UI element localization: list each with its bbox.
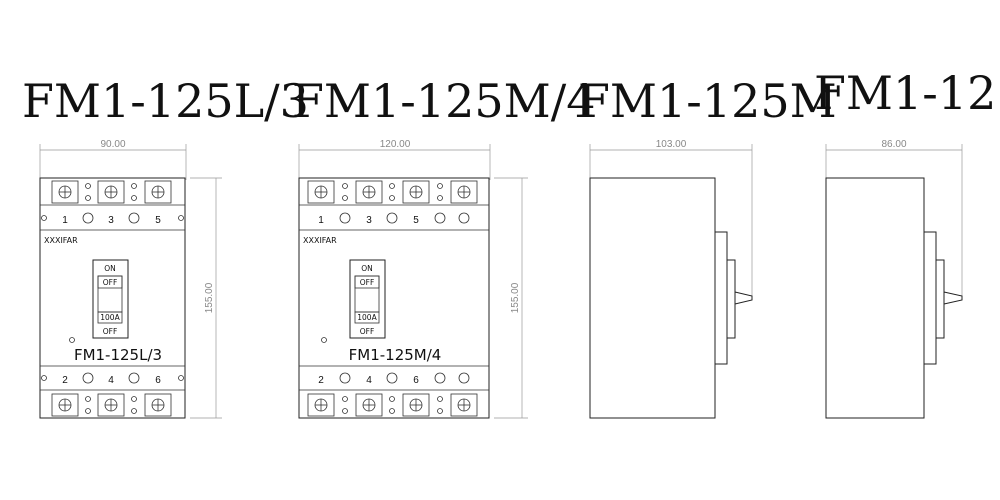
- switch-window: ON OFF 100A OFF: [92, 259, 129, 339]
- handle-base: [935, 259, 945, 339]
- terminal-label-2: 2: [62, 375, 68, 386]
- terminal-label-6: 6: [413, 375, 419, 386]
- handle-base: [726, 259, 736, 339]
- brand-label: XXXIFAR: [303, 236, 337, 245]
- rating-label: 100A: [357, 313, 377, 322]
- handle-lever: [943, 291, 963, 305]
- terminal-label-5: 5: [155, 215, 161, 226]
- switch-off-top-label: OFF: [103, 278, 118, 287]
- bottom-terminals: [307, 372, 478, 417]
- front-view-fm1-125l-3: 90.00 155.00: [39, 139, 222, 419]
- width-dimension: 103.00: [589, 139, 753, 300]
- model-label: FM1-125L/3: [74, 346, 162, 364]
- width-dimension-label: 103.00: [656, 139, 687, 150]
- switch-window: ON OFF 100A OFF: [349, 259, 386, 339]
- switch-off-bottom-label: OFF: [103, 327, 118, 336]
- side-view-fm1-125l: 86.00: [825, 139, 963, 419]
- switch-on-label: ON: [104, 264, 116, 273]
- top-terminals: [307, 180, 478, 224]
- terminal-label-4: 4: [366, 375, 372, 386]
- terminal-label-3: 3: [108, 215, 114, 226]
- rating-label: 100A: [100, 313, 120, 322]
- title-fm1-125l-3: FM1-125L/3: [22, 74, 309, 128]
- height-dimension-label: 155.00: [204, 282, 215, 313]
- width-dimension: 90.00: [39, 139, 187, 180]
- terminal-label-3: 3: [366, 215, 372, 226]
- switch-off-top-label: OFF: [360, 278, 375, 287]
- terminal-label-4: 4: [108, 375, 114, 386]
- model-label: FM1-125M/4: [349, 346, 442, 364]
- breaker-body: [298, 177, 490, 419]
- front-cover-step: [714, 231, 728, 365]
- brand-label: XXXIFAR: [44, 236, 78, 245]
- width-dimension: 86.00: [825, 139, 963, 300]
- top-terminals: [41, 180, 184, 224]
- height-dimension: 155.00: [190, 177, 222, 419]
- title-fm1-125l: FM1-125L: [814, 66, 1000, 120]
- switch-on-label: ON: [361, 264, 373, 273]
- width-dimension: 120.00: [298, 139, 491, 180]
- height-dimension-label: 155.00: [510, 282, 521, 313]
- title-fm1-125m-4: FM1-125M/4: [292, 74, 596, 128]
- side-view-fm1-125m: 103.00: [589, 139, 753, 419]
- width-dimension-label: 120.00: [380, 139, 411, 150]
- terminal-label-1: 1: [62, 215, 68, 226]
- breaker-side-body: [825, 177, 925, 419]
- bottom-terminals: [41, 372, 184, 417]
- height-dimension: 155.00: [494, 177, 528, 419]
- handle-lever: [734, 291, 753, 305]
- front-cover-step: [923, 231, 937, 365]
- width-dimension-label: 86.00: [881, 139, 906, 150]
- breaker-side-body: [589, 177, 716, 419]
- front-view-fm1-125m-4: 120.00 155.00: [298, 139, 528, 419]
- breaker-body: [39, 177, 186, 419]
- title-fm1-125m: FM1-125M: [578, 74, 837, 128]
- terminal-label-2: 2: [318, 375, 324, 386]
- terminal-label-6: 6: [155, 375, 161, 386]
- switch-off-bottom-label: OFF: [360, 327, 375, 336]
- width-dimension-label: 90.00: [100, 139, 125, 150]
- terminal-label-5: 5: [413, 215, 419, 226]
- terminal-label-1: 1: [318, 215, 324, 226]
